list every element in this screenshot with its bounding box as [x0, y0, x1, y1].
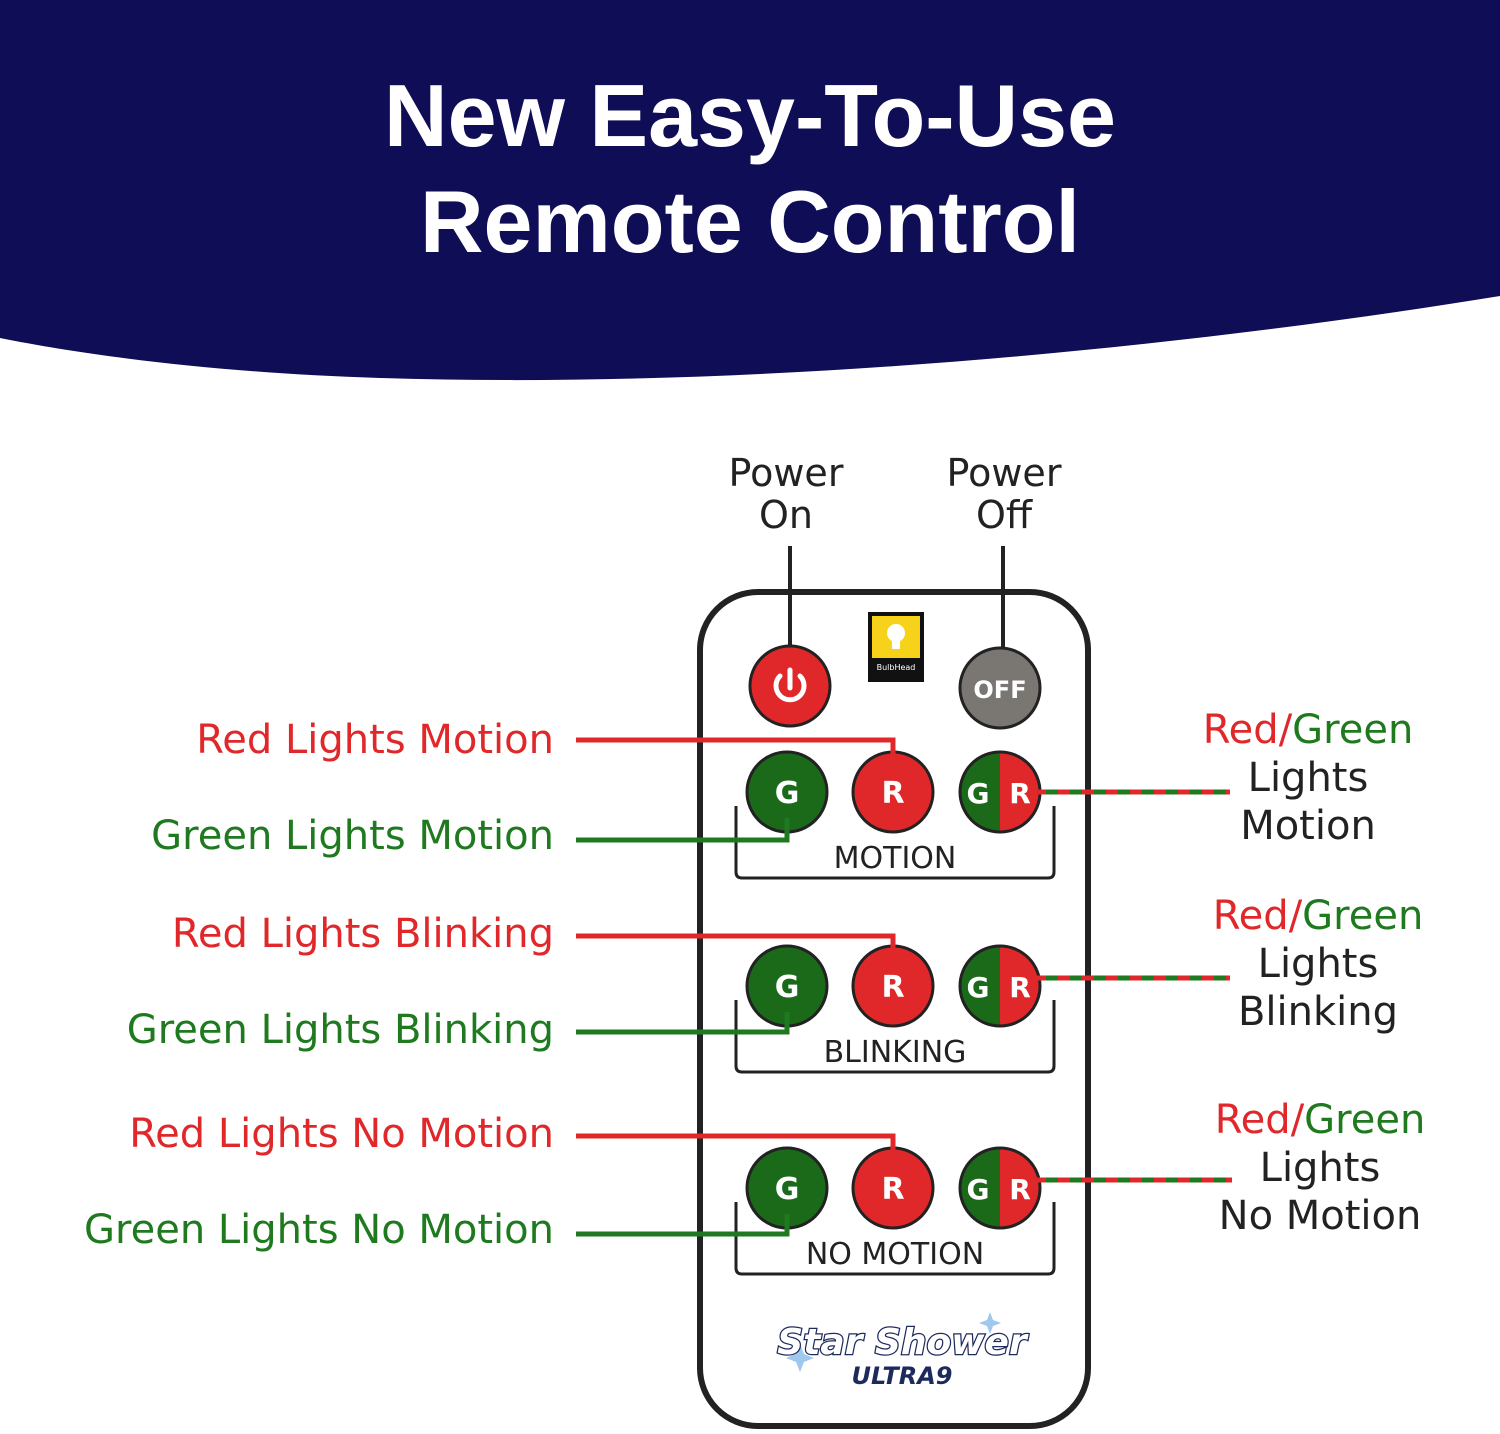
brand-line-1: Star Shower [777, 1322, 1029, 1363]
leader-green-blinking [576, 1012, 790, 1035]
section-label-blinking: BLINKING [824, 1035, 967, 1070]
star-shower-logo: Star Shower ULTRA9 [776, 1312, 1030, 1390]
label-green-lights-motion: Green Lights Motion [151, 813, 554, 859]
svg-text:G: G [775, 1172, 800, 1207]
brand-line-2: ULTRA9 [852, 1362, 953, 1390]
label-red-green-motion: Red/Green Lights Motion [1202, 707, 1414, 849]
blinking-green-button[interactable]: G [745, 944, 829, 1028]
svg-text:R: R [1009, 777, 1031, 810]
leader-green-no-motion [576, 1214, 790, 1237]
no-motion-green-button[interactable]: G [745, 1146, 829, 1230]
leader-green-motion [576, 818, 790, 843]
power-off-button[interactable]: OFF [958, 646, 1042, 730]
title-line-1: New Easy-To-Use [384, 66, 1116, 165]
label-green-lights-blinking: Green Lights Blinking [126, 1007, 554, 1053]
svg-text:R: R [1009, 971, 1031, 1004]
motion-red-button[interactable]: R [851, 750, 935, 834]
svg-text:G: G [775, 970, 800, 1005]
svg-text:G: G [967, 1173, 990, 1206]
section-label-no-motion: NO MOTION [806, 1237, 984, 1272]
label-red-green-no-motion: Red/Green Lights No Motion [1214, 1097, 1426, 1239]
svg-text:G: G [967, 777, 990, 810]
leader-red-motion [576, 737, 896, 766]
power-off-label: Power Off [946, 451, 1062, 537]
section-label-motion: MOTION [834, 841, 957, 876]
blinking-red-green-button[interactable]: G R [958, 944, 1042, 1028]
motion-green-button[interactable]: G [745, 750, 829, 834]
leader-red-no-motion [576, 1133, 896, 1162]
section-bracket-motion [734, 806, 1056, 880]
svg-text:R: R [1009, 1173, 1031, 1206]
svg-text:G: G [775, 776, 800, 811]
label-red-lights-blinking: Red Lights Blinking [171, 911, 554, 957]
svg-text:R: R [881, 776, 904, 811]
blinking-red-button[interactable]: R [851, 944, 935, 1028]
label-red-green-blinking: Red/Green Lights Blinking [1212, 893, 1424, 1035]
svg-text:R: R [881, 970, 904, 1005]
sparkle-icon [786, 1312, 1001, 1372]
svg-text:R: R [881, 1172, 904, 1207]
section-bracket-blinking [734, 1000, 1056, 1074]
header-band [0, 0, 1500, 381]
bulbhead-logo-text: BulbHead [877, 663, 916, 672]
label-red-lights-motion: Red Lights Motion [196, 717, 554, 763]
motion-red-green-button[interactable]: G R [958, 750, 1042, 834]
svg-text:G: G [967, 971, 990, 1004]
bulbhead-logo: BulbHead [868, 612, 924, 682]
leader-red-blinking [576, 933, 896, 960]
power-icon [773, 667, 807, 703]
power-on-button[interactable] [748, 644, 832, 728]
power-off-button-label: OFF [973, 676, 1026, 704]
title-line-2: Remote Control [420, 172, 1080, 271]
power-on-label: Power On [728, 451, 844, 537]
label-red-lights-no-motion: Red Lights No Motion [129, 1111, 554, 1157]
section-bracket-no-motion [734, 1202, 1056, 1276]
label-green-lights-no-motion: Green Lights No Motion [84, 1207, 554, 1253]
no-motion-red-green-button[interactable]: G R [958, 1146, 1042, 1230]
